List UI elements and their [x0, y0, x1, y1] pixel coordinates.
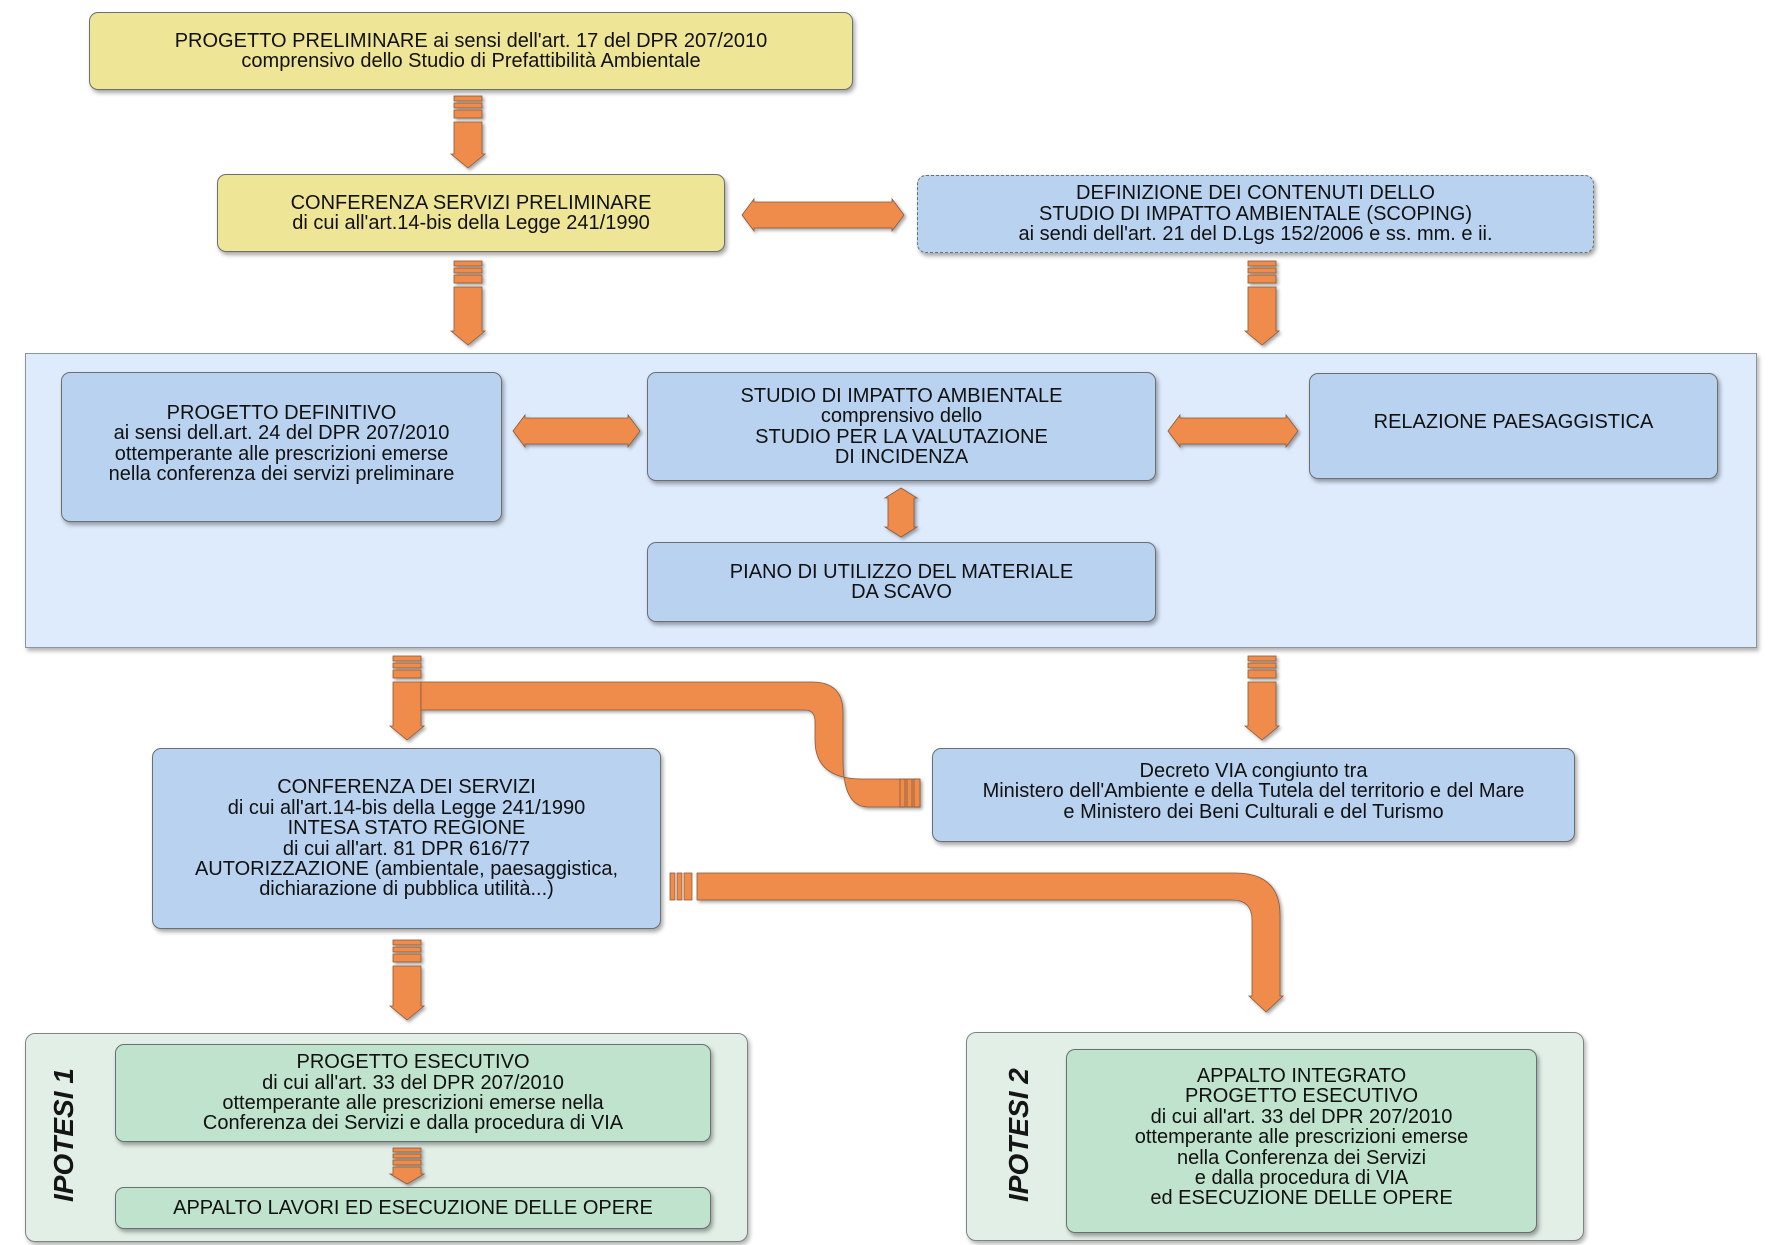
arrow-tail-stripe: [392, 655, 422, 662]
arrow-tail-stripe: [1247, 260, 1277, 267]
arrow-tail-stripe: [1247, 669, 1277, 679]
box-text-line: APPALTO LAVORI ED ESECUZIONE DELLE OPERE: [173, 1196, 653, 1219]
connector-tail-stripe: [683, 872, 693, 901]
arrow-tail-stripe: [1247, 662, 1277, 669]
box-text-line: INTESA STATO REGIONE: [287, 817, 526, 840]
box-text-line: comprensivo dello: [820, 405, 983, 428]
arrow-body: [388, 681, 426, 741]
arrow-tail-stripe: [392, 662, 422, 669]
box-text-line: PROGETTO ESECUTIVO: [296, 1051, 530, 1074]
box-text-line: CONFERENZA DEI SERVIZI: [277, 776, 536, 799]
box-text-line: Decreto VIA congiunto tra: [1139, 760, 1368, 782]
box-text-line: e dalla procedura di VIA: [1194, 1166, 1409, 1189]
arrow-tail-stripe: [453, 102, 483, 109]
box-text-line: STUDIO PER LA VALUTAZIONE: [755, 425, 1048, 448]
box-text-line: PROGETTO DEFINITIVO: [166, 402, 397, 424]
arrow-tail-stripe: [1247, 274, 1277, 284]
arrow-tail-stripe: [392, 1153, 422, 1159]
arrow-scoping-to-studio: [1243, 260, 1281, 346]
arrow-body: [1243, 286, 1281, 346]
arrow-preliminare-to-conferenza: [449, 95, 487, 169]
box-text-line: PROGETTO PRELIMINARE ai sensi dell'art. …: [174, 29, 768, 52]
ipotesi1-appalto-lavori-box[interactable]: APPALTO LAVORI ED ESECUZIONE DELLE OPERE: [115, 1187, 711, 1229]
arrow-esecutivo-to-appalto: [388, 1147, 426, 1185]
box-text-line: comprensivo dello Studio di Prefattibili…: [241, 50, 701, 72]
arrow-conferenza-to-ipotesi1: [388, 939, 426, 1021]
connector-conferenza-to-ipotesi2: [696, 872, 1285, 1013]
relazione-paesaggistica-box[interactable]: RELAZIONE PAESAGGISTICA: [1309, 373, 1718, 479]
arrow-conferenza-scoping: [741, 197, 905, 233]
box-text-line: di cui all'art.14-bis della Legge 241/19…: [227, 796, 586, 819]
connector-tail-stripe: [913, 778, 921, 808]
box-text-line: nella Conferenza dei Servizi: [1176, 1146, 1427, 1169]
box-text-line: di cui all'art.14-bis della Legge 241/19…: [292, 212, 650, 234]
arrow-tail-stripe: [453, 267, 483, 274]
arrow-panel-to-conferenza: [388, 655, 426, 741]
arrow-tail-stripe: [392, 1147, 422, 1153]
arrow-tail-stripe: [453, 260, 483, 267]
arrow-tail-stripe: [453, 274, 483, 284]
arrow-panel-to-decreto: [1243, 655, 1281, 741]
box-text-line: STUDIO DI IMPATTO AMBIENTALE (SCOPING): [1038, 202, 1472, 225]
arrow-tail-stripe: [1247, 655, 1277, 662]
box-text-line: ottemperante alle prescrizioni emerse: [1134, 1126, 1469, 1149]
arrow-body: [388, 965, 426, 1021]
arrow-body: [449, 121, 487, 169]
arrow-tail-stripe: [392, 1159, 422, 1166]
box-text-line: PROGETTO ESECUTIVO: [1185, 1085, 1418, 1108]
box-text-line: Ministero dell'Ambiente e della Tutela d…: [982, 780, 1525, 803]
arrow-tail-stripe: [392, 946, 422, 953]
connector-decreto-to-conferenza: [420, 681, 921, 808]
box-text-line: dichiarazione di pubblica utilità...): [259, 878, 554, 901]
box-text-line: ai sendi dell'art. 21 del D.Lgs 152/2006…: [1018, 223, 1493, 246]
arrow-tail-stripe: [392, 939, 422, 946]
arrow-tail-stripe: [453, 95, 483, 102]
arrow-tail-stripe: [392, 669, 422, 679]
box-text-line: di cui all'art. 33 del DPR 207/2010: [262, 1071, 564, 1094]
box-text-line: nella conferenza dei servizi preliminare: [108, 463, 455, 486]
box-text-line: e Ministero dei Beni Culturali e del Tur…: [1063, 800, 1444, 823]
connector-tail-stripe: [906, 778, 913, 808]
box-text-line: di cui all'art. 81 DPR 616/77: [282, 837, 531, 860]
connector-tail-stripe: [669, 872, 676, 901]
arrow-body: [1243, 681, 1281, 741]
box-text-line: AUTORIZZAZIONE (ambientale, paesaggistic…: [194, 857, 619, 880]
arrow-studio-piano: [883, 487, 919, 538]
connector-tail-stripe: [676, 872, 683, 901]
arrow-studio-relazione: [1167, 413, 1299, 449]
box-text-line: Conferenza dei Servizi e dalla procedura…: [202, 1112, 624, 1135]
box-text-line: APPALTO INTEGRATO: [1196, 1065, 1407, 1087]
progetto-preliminare-box[interactable]: PROGETTO PRELIMINARE ai sensi dell'art. …: [89, 12, 853, 90]
box-text-line: ai sensi dell.art. 24 del DPR 207/2010: [113, 422, 450, 445]
arrow-tail-stripe: [1247, 267, 1277, 274]
box-text-line: ed ESECUZIONE DELLE OPERE: [1150, 1187, 1453, 1210]
box-text-line: DEFINIZIONE DEI CONTENUTI DELLO: [1076, 182, 1435, 205]
box-text-line: STUDIO DI IMPATTO AMBIENTALE: [740, 384, 1063, 407]
arrow-definitivo-studio: [512, 413, 641, 449]
arrow-conferenza-to-definitivo: [449, 260, 487, 346]
arrow-body: [388, 1166, 426, 1185]
box-text-line: RELAZIONE PAESAGGISTICA: [1373, 411, 1654, 433]
box-text-line: DA SCAVO: [851, 581, 952, 603]
connector-tail-stripe: [899, 778, 906, 808]
box-text-line: di cui all'art. 33 del DPR 207/2010: [1150, 1105, 1453, 1128]
box-text-line: ottemperante alle prescrizioni emerse: [114, 442, 449, 465]
box-text-line: PIANO DI UTILIZZO DEL MATERIALE: [729, 560, 1074, 583]
arrow-tail-stripe: [453, 109, 483, 119]
arrow-tail-stripe: [392, 953, 422, 963]
box-text-line: ottemperante alle prescrizioni emerse ne…: [222, 1092, 604, 1114]
arrow-body: [449, 286, 487, 346]
box-text-line: DI INCIDENZA: [834, 445, 969, 468]
box-text-line: CONFERENZA SERVIZI PRELIMINARE: [290, 191, 652, 214]
